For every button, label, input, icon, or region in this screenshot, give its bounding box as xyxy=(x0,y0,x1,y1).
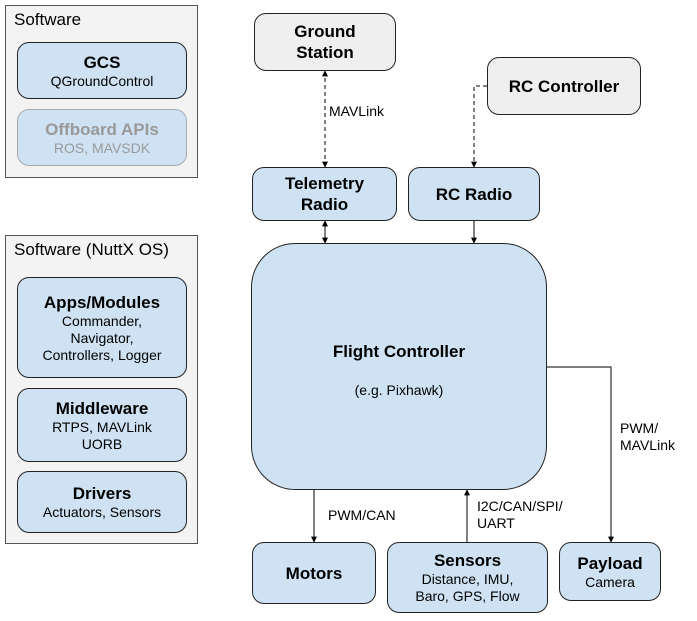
offboard-apis-title: Offboard APIs xyxy=(45,119,159,139)
offboard-apis-subtitle: ROS, MAVSDK xyxy=(53,139,151,156)
telemetry-radio-box[interactable]: Telemetry Radio xyxy=(252,167,397,221)
flight-controller-title: Flight Controller xyxy=(332,341,466,361)
apps-modules-title: Apps/Modules xyxy=(43,292,161,312)
i2c-can-spi-uart-label: I2C/CAN/SPI/ UART xyxy=(477,498,563,531)
payload-subtitle: Camera xyxy=(585,573,635,590)
offboard-apis-box[interactable]: Offboard APIs ROS, MAVSDK xyxy=(17,109,187,166)
sensors-title: Sensors xyxy=(433,551,502,570)
payload-box[interactable]: Payload Camera xyxy=(559,542,661,601)
payload-title: Payload xyxy=(577,553,643,573)
mavlink-label: MAVLink xyxy=(329,103,384,119)
rc-controller-radio-link xyxy=(471,85,487,168)
middleware-subtitle: RTPS, MAVLink UORB xyxy=(52,418,152,452)
apps-modules-box[interactable]: Apps/Modules Commander, Navigator, Contr… xyxy=(17,277,187,378)
software-panel-title: Software xyxy=(14,10,82,29)
middleware-box[interactable]: Middleware RTPS, MAVLink UORB xyxy=(17,388,187,462)
gcs-box[interactable]: GCS QGroundControl xyxy=(17,42,187,99)
middleware-title: Middleware xyxy=(55,398,149,418)
rc-radio-title: RC Radio xyxy=(435,184,513,204)
ground-station-box[interactable]: Ground Station xyxy=(254,13,396,71)
pwm-can-label: PWM/CAN xyxy=(328,507,396,523)
rc-radio-box[interactable]: RC Radio xyxy=(408,167,540,221)
motors-title: Motors xyxy=(285,563,343,583)
telemetry-radio-title: Telemetry Radio xyxy=(284,174,365,214)
fc-payload-link xyxy=(547,366,614,543)
gcs-title: GCS xyxy=(83,52,121,72)
apps-modules-subtitle: Commander, Navigator, Controllers, Logge… xyxy=(42,312,162,363)
drivers-title: Drivers xyxy=(72,484,132,503)
rc-controller-box[interactable]: RC Controller xyxy=(487,57,641,115)
pwm-mavlink-label: PWM/ MAVLink xyxy=(620,420,675,453)
flight-controller-box[interactable]: Flight Controller (e.g. Pixhawk) xyxy=(251,243,547,490)
drivers-subtitle: Actuators, Sensors xyxy=(42,504,162,520)
ground-station-title: Ground Station xyxy=(294,22,356,62)
sensors-subtitle: Distance, IMU, Baro, GPS, Flow xyxy=(415,571,520,604)
drivers-box[interactable]: Drivers Actuators, Sensors xyxy=(17,471,187,533)
motors-box[interactable]: Motors xyxy=(252,542,376,604)
rc-controller-title: RC Controller xyxy=(508,76,620,96)
flight-controller-subtitle: (e.g. Pixhawk) xyxy=(354,381,444,398)
nuttx-panel-title: Software (NuttX OS) xyxy=(14,240,169,259)
sensors-box[interactable]: Sensors Distance, IMU, Baro, GPS, Flow xyxy=(387,542,548,613)
gcs-subtitle: QGroundControl xyxy=(50,72,154,89)
